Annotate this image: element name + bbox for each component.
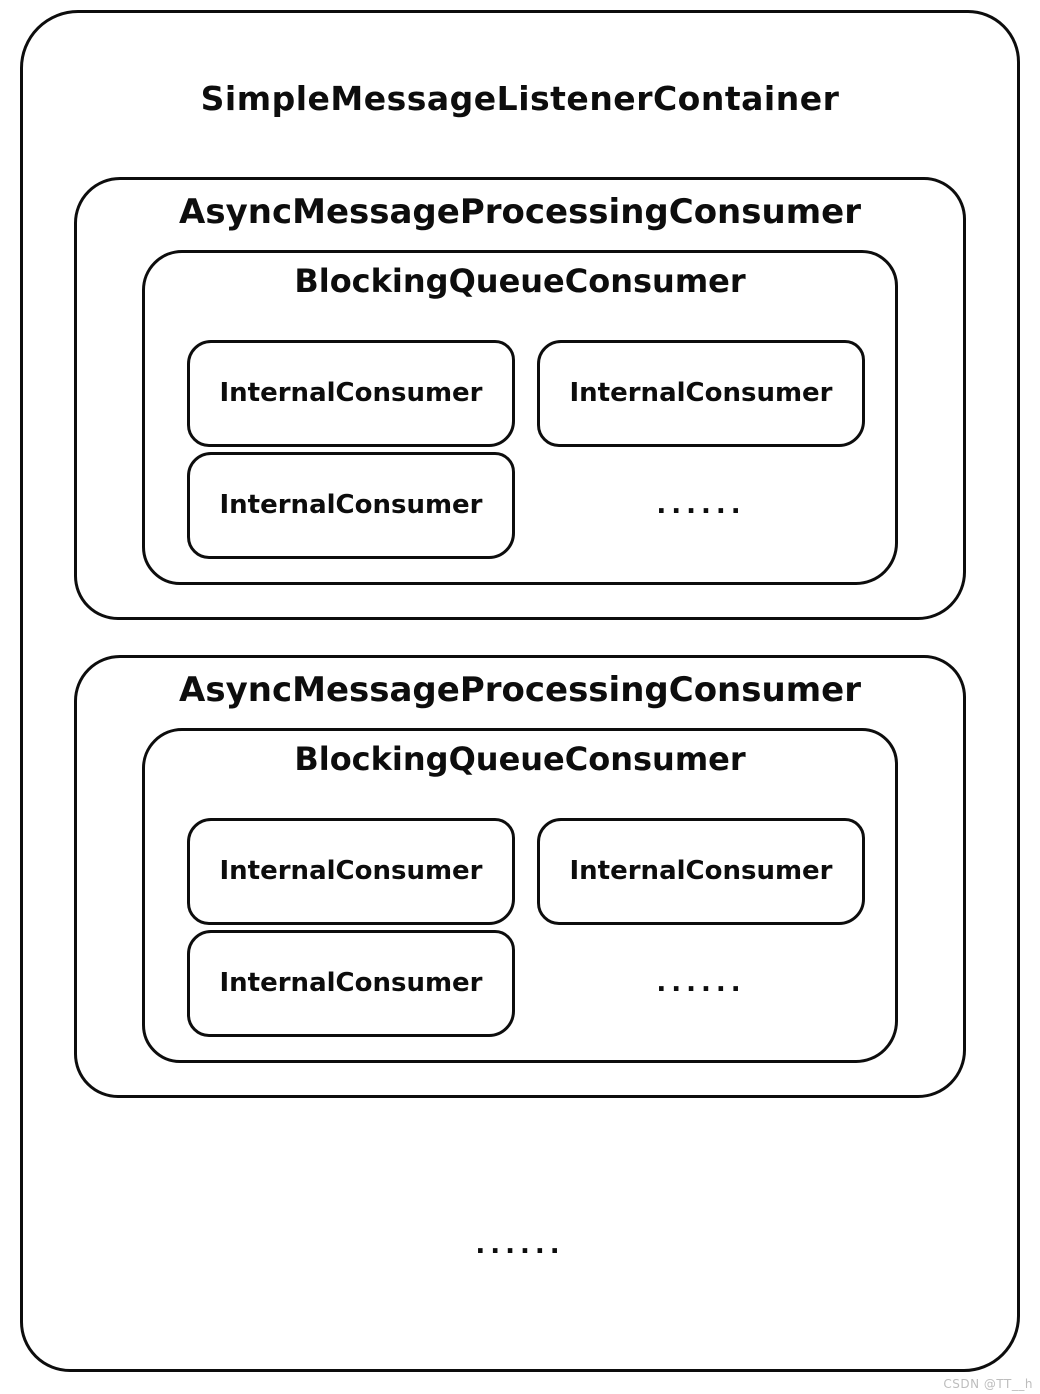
internal-consumer-box: InternalConsumer [187, 817, 515, 925]
simple-message-listener-container-box: SimpleMessageListenerContainer AsyncMess… [20, 10, 1020, 1372]
more-async-consumers-ellipsis: ...... [475, 1229, 565, 1260]
async-message-processing-consumer-box-1: AsyncMessageProcessingConsumer BlockingQ… [74, 176, 966, 620]
blocking-queue-title-1: BlockingQueueConsumer [294, 262, 746, 301]
blocking-queue-consumer-box-1: BlockingQueueConsumer InternalConsumer I… [142, 250, 898, 586]
more-consumers-ellipsis: ...... [656, 968, 746, 999]
more-consumers-ellipsis: ...... [656, 490, 746, 521]
internal-consumer-grid-1: InternalConsumer InternalConsumer Intern… [187, 339, 865, 559]
internal-consumer-box: InternalConsumer [187, 929, 515, 1037]
blocking-queue-consumer-box-2: BlockingQueueConsumer InternalConsumer I… [142, 728, 898, 1064]
async-consumer-title-1: AsyncMessageProcessingConsumer [179, 191, 861, 232]
internal-consumer-box: InternalConsumer [187, 451, 515, 559]
container-title: SimpleMessageListenerContainer [200, 79, 840, 118]
internal-consumer-box: InternalConsumer [187, 339, 515, 447]
blocking-queue-title-2: BlockingQueueConsumer [294, 740, 746, 779]
async-message-processing-consumer-box-2: AsyncMessageProcessingConsumer BlockingQ… [74, 654, 966, 1098]
watermark-text: CSDN @TT__h [943, 1377, 1033, 1391]
internal-consumer-box: InternalConsumer [537, 817, 865, 925]
internal-consumer-box: InternalConsumer [537, 339, 865, 447]
async-consumer-title-2: AsyncMessageProcessingConsumer [179, 669, 861, 710]
internal-consumer-grid-2: InternalConsumer InternalConsumer Intern… [187, 817, 865, 1037]
